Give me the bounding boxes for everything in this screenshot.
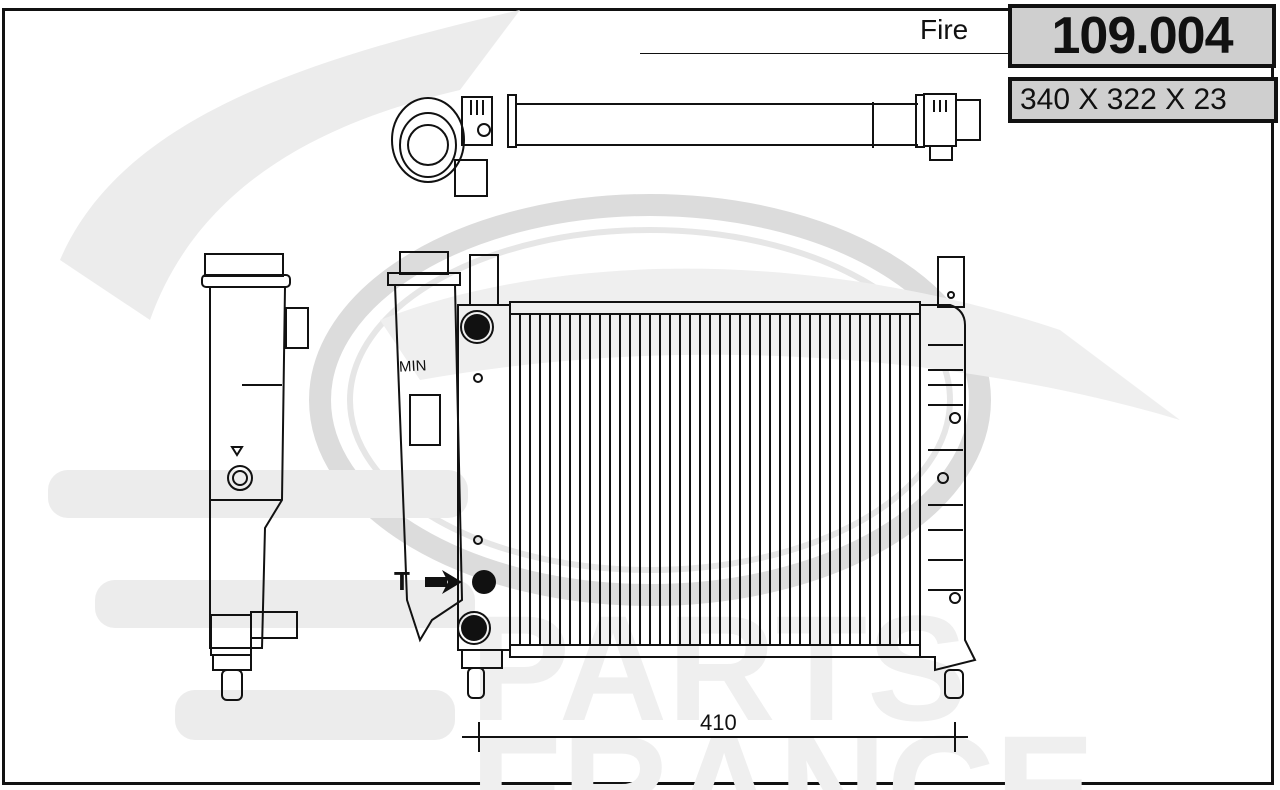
side-view — [201, 253, 309, 701]
dimensions-box: 340 X 322 X 23 — [1008, 77, 1278, 123]
front-view-tank — [387, 251, 464, 643]
part-number-box: 109.004 — [1008, 4, 1276, 68]
sensor-port — [472, 570, 496, 594]
right-header-tank — [919, 256, 977, 699]
top-hose-view — [391, 93, 981, 197]
callout-t: T — [394, 566, 410, 596]
width-dimension: 410 — [700, 710, 737, 735]
triangle-down-icon — [230, 446, 244, 457]
dimensions-text: 340 X 322 X 23 — [1020, 83, 1227, 116]
part-number: 109.004 — [1051, 7, 1234, 65]
core-top-rail — [509, 301, 921, 315]
arrow-right-icon — [425, 570, 462, 594]
vehicle-model: Fire — [920, 14, 969, 45]
min-level-marker: MIN — [398, 357, 427, 376]
core-bottom-rail — [509, 644, 921, 658]
inlet-port — [457, 310, 496, 645]
model-rule — [640, 53, 1008, 54]
